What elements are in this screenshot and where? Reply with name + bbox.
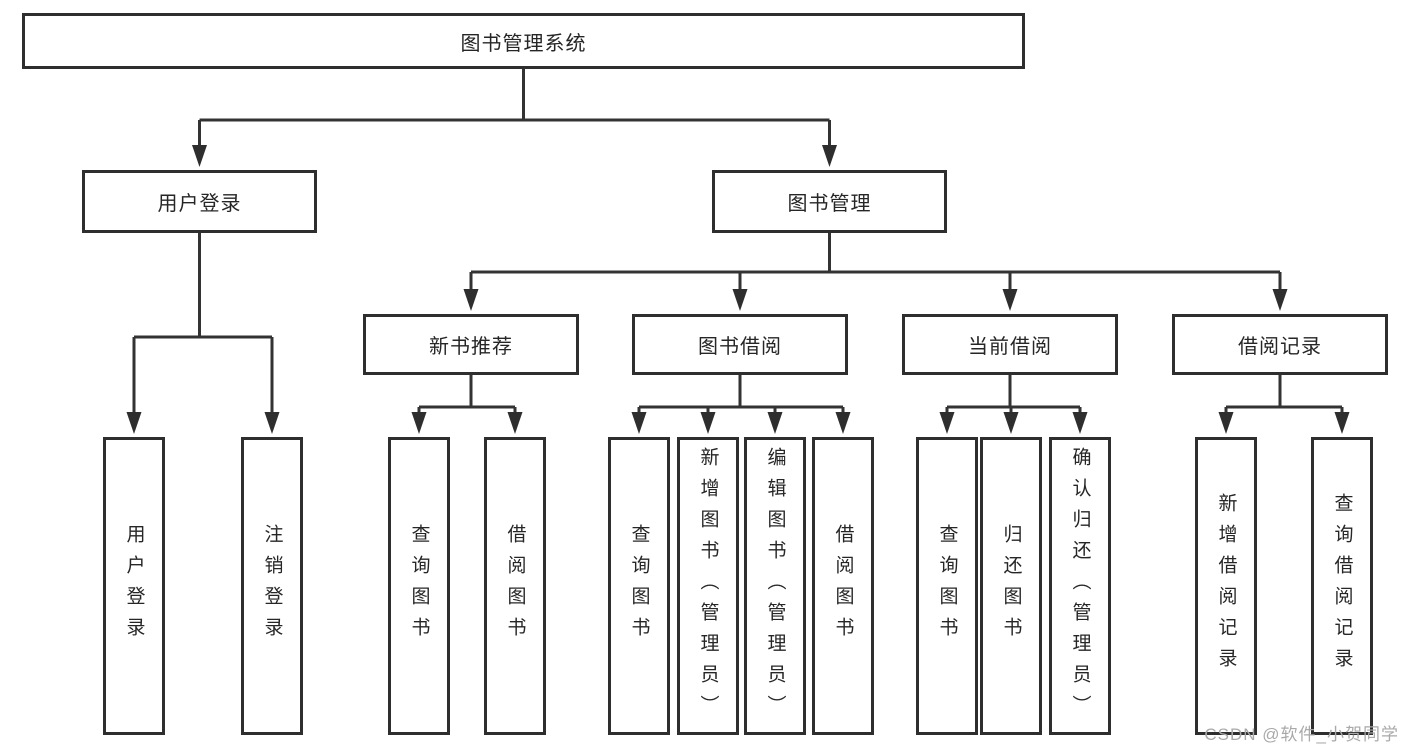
node-book-borrowing-label: 图书借阅 [698, 336, 782, 358]
leaf-query-book-current: 查询图书 [916, 437, 978, 735]
node-book-management-label: 图书管理 [787, 193, 872, 215]
connector-root [198, 69, 831, 148]
leaf-add-book-admin: 新增图书（管理员） [677, 437, 739, 735]
leaf-user-login: 用户登录 [103, 437, 165, 735]
leaf-return-book: 归还图书 [980, 437, 1042, 735]
arrowhead [126, 412, 142, 434]
node-borrowing-records-label: 借阅记录 [1238, 336, 1322, 358]
node-root: 图书管理系统 [22, 13, 1025, 69]
node-user-login: 用户登录 [82, 170, 317, 233]
arrowhead [507, 412, 523, 434]
leaf-query-borrow-record: 查询借阅记录 [1311, 437, 1373, 735]
connector-current-borrow [945, 375, 1082, 415]
arrowhead [1218, 412, 1234, 434]
arrowhead [700, 412, 716, 434]
arrowhead [463, 289, 479, 311]
leaf-borrow-book-borrow-label: 借阅图书 [832, 524, 854, 648]
arrowhead [264, 412, 280, 434]
arrowhead [1072, 412, 1088, 434]
leaf-query-borrow-record-label: 查询借阅记录 [1331, 493, 1353, 679]
leaf-logout-label: 注销登录 [261, 524, 283, 648]
arrowhead [939, 412, 955, 434]
connector-user-login [132, 233, 274, 415]
node-book-borrowing: 图书借阅 [632, 314, 848, 375]
arrowhead [835, 412, 851, 434]
connector-borrow-records [1224, 375, 1344, 415]
leaf-confirm-return-admin-label: 确认归还（管理员） [1069, 446, 1091, 726]
node-root-label: 图书管理系统 [460, 32, 587, 55]
leaf-query-book-borrow-label: 查询图书 [628, 524, 650, 648]
connector-book-mgmt [469, 233, 1282, 292]
leaf-borrow-book-newrec: 借阅图书 [484, 437, 546, 735]
leaf-edit-book-admin: 编辑图书（管理员） [744, 437, 806, 735]
leaf-user-login-label: 用户登录 [123, 524, 145, 648]
arrowhead [192, 145, 207, 167]
leaf-edit-book-admin-label: 编辑图书（管理员） [764, 446, 786, 726]
node-new-book-recommendation-label: 新书推荐 [429, 336, 513, 358]
arrowhead [1272, 289, 1288, 311]
node-current-borrowing: 当前借阅 [902, 314, 1118, 375]
node-current-borrowing-label: 当前借阅 [968, 336, 1052, 358]
arrowhead [822, 145, 837, 167]
node-borrowing-records: 借阅记录 [1172, 314, 1388, 375]
node-user-login-label: 用户登录 [157, 193, 242, 215]
connector-new-book-rec [417, 375, 517, 415]
leaf-query-book-newrec: 查询图书 [388, 437, 450, 735]
leaf-borrow-book-newrec-label: 借阅图书 [504, 524, 526, 648]
arrowhead [1003, 412, 1019, 434]
arrowhead [631, 412, 647, 434]
node-book-management: 图书管理 [712, 170, 947, 233]
leaf-return-book-label: 归还图书 [1000, 524, 1022, 648]
arrowhead [767, 412, 783, 434]
leaf-confirm-return-admin: 确认归还（管理员） [1049, 437, 1111, 735]
node-new-book-recommendation: 新书推荐 [363, 314, 579, 375]
leaf-add-book-admin-label: 新增图书（管理员） [697, 446, 719, 726]
arrowhead [732, 289, 748, 311]
leaf-borrow-book-borrow: 借阅图书 [812, 437, 874, 735]
csdn-watermark: CSDN @软件_小贺同学 [1204, 725, 1399, 744]
leaf-add-borrow-record: 新增借阅记录 [1195, 437, 1257, 735]
leaf-query-book-newrec-label: 查询图书 [408, 524, 430, 648]
arrowhead [1002, 289, 1018, 311]
arrowhead [1334, 412, 1350, 434]
leaf-add-borrow-record-label: 新增借阅记录 [1215, 493, 1237, 679]
connector-book-borrow [637, 375, 845, 415]
arrowhead [411, 412, 427, 434]
leaf-logout: 注销登录 [241, 437, 303, 735]
leaf-query-book-current-label: 查询图书 [936, 524, 958, 648]
leaf-query-book-borrow: 查询图书 [608, 437, 670, 735]
